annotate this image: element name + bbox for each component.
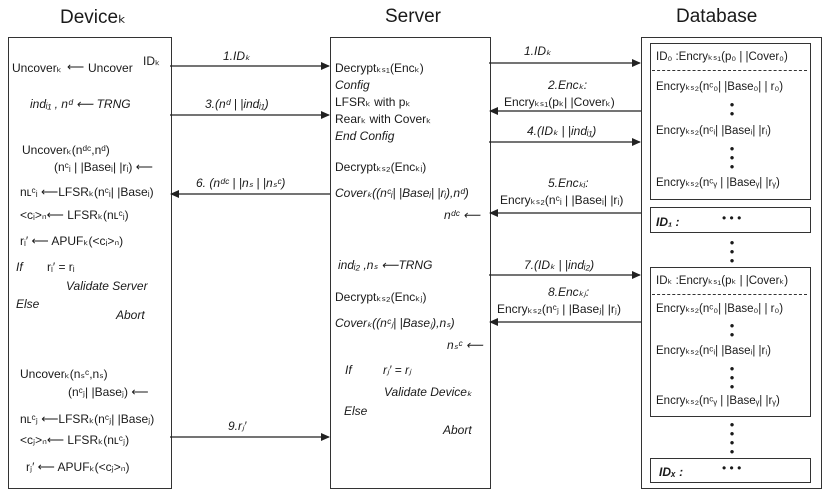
msg-9-device: 9.rⱼ′ xyxy=(228,419,247,433)
msg-3-device: 3.(nᵈ | |indᵢ₁) xyxy=(205,97,269,111)
server-cover-i: Coverₖ((nᶜᵢ| |Baseᵢ| |rᵢ),nᵈ) xyxy=(335,186,469,200)
db-record-id1 xyxy=(650,207,811,233)
msg-5-db-content: Encryₖₛ₂(nᶜᵢ | |Baseᵢ| |rᵢ) xyxy=(500,193,624,207)
msg-4-db: 4.(IDₖ | |indᵢ₁) xyxy=(527,124,597,138)
db-record-idx xyxy=(650,458,811,483)
db-dots-between-1: ••• xyxy=(729,235,735,268)
db-idx-dots: • • • xyxy=(722,461,742,475)
server-validate-device: Validate Deviceₖ xyxy=(384,385,473,399)
db-id1-label: ID₁ : xyxy=(656,215,680,229)
device-ci-lfsr: <cᵢ>ₙ⟵ LFSRₖ(nʟᶜᵢ) xyxy=(20,208,129,222)
db-idk-dots-a: •• xyxy=(729,318,735,342)
server-decrypt-ks2-j: Decryptₖₛ₂(Encₖⱼ) xyxy=(335,290,427,304)
device-trng-line: indᵢ₁ , nᵈ ⟵ TRNG xyxy=(30,97,131,111)
server-decrypt-ks1: Decryptₖₛ₁(Encₖ) xyxy=(335,61,424,75)
db-id0-dots-b: ••• xyxy=(729,141,735,174)
db-idk-header: IDₖ :Encryₖₛ₁(pₖ | |Coverₖ) xyxy=(656,275,789,287)
db-idk-dots-b: ••• xyxy=(729,361,735,394)
device-uncover-dc: Uncoverₖ(nᵈᶜ,nᵈ) xyxy=(22,143,110,157)
db-idk-row-y: Encryₖₛ₂(nᶜᵧ | |Baseᵧ| |rᵧ) xyxy=(656,395,780,407)
msg-1-device: 1.IDₖ xyxy=(223,49,251,63)
server-if-cond: rⱼ′ = rⱼ xyxy=(383,363,412,377)
device-validate-server: Validate Server xyxy=(66,279,148,293)
db-idk-row-i: Encryₖₛ₂(nᶜᵢ| |Baseᵢ| |rᵢ) xyxy=(656,345,771,357)
msg-8-db-content: Encryₖₛ₂(nᶜⱼ | |Baseⱼ| |rⱼ) xyxy=(497,302,621,316)
server-trng-line: indᵢ₂ ,nₛ ⟵TRNG xyxy=(338,258,433,272)
msg-8-db-label: 8.Encₖⱼ: xyxy=(548,285,590,299)
db-dots-between-2: •••• xyxy=(729,417,735,459)
server-config: Config xyxy=(335,78,370,92)
device-idk: IDₖ xyxy=(143,54,161,68)
db-id0-divider xyxy=(652,70,807,71)
db-id0-header: ID₀ :Encryₖₛ₁(p₀ | |Cover₀) xyxy=(656,51,788,63)
device-nlci-lfsr: nʟᶜᵢ ⟵LFSRₖ(nᶜᵢ| |Baseᵢ) xyxy=(20,185,154,199)
device-ncj-base: (nᶜⱼ| |Baseⱼ) ⟵ xyxy=(68,385,149,399)
msg-1-db: 1.IDₖ xyxy=(524,44,552,58)
msg-2-db-label: 2.Encₖ: xyxy=(548,78,588,92)
server-end-config: End Config xyxy=(335,129,395,143)
server-decrypt-ks2-i: Decryptₖₛ₂(Encₖᵢ) xyxy=(335,160,427,174)
msg-5-db-label: 5.Encₖᵢ: xyxy=(548,176,589,190)
device-column xyxy=(8,37,172,489)
db-idx-label: IDₓ : xyxy=(659,465,684,479)
device-else: Else xyxy=(16,297,40,311)
db-idk-row-0: Encryₖₛ₂(nᶜ₀| |Base₀| | r₀) xyxy=(656,303,784,315)
db-idk-divider xyxy=(652,294,807,295)
db-id1-dots: • • • xyxy=(722,211,742,225)
device-cj-lfsr: <cⱼ>ₙ⟵ LFSRₖ(nʟᶜⱼ) xyxy=(20,433,130,447)
db-id0-row-y: Encryₖₛ₂(nᶜᵧ | |Baseᵧ| |rᵧ) xyxy=(656,177,780,189)
device-nci-base: (nᶜᵢ | |Baseᵢ| |rᵢ) ⟵ xyxy=(54,160,153,174)
device-arrow-1: ⟵ xyxy=(67,60,85,74)
server-header: Server xyxy=(385,6,441,27)
server-ndc: nᵈᶜ ⟵ xyxy=(444,208,481,222)
db-record-id0 xyxy=(650,43,811,200)
server-if: If xyxy=(345,363,352,377)
device-header: Deviceₖ xyxy=(60,7,127,28)
db-record-idk xyxy=(650,267,811,417)
db-id0-row-i: Encryₖₛ₂(nᶜᵢ| |Baseᵢ| |rᵢ) xyxy=(656,125,771,137)
msg-6-device: 6. (nᵈᶜ | |nₛ | |nₛᶜ) xyxy=(196,176,286,190)
server-lfsr-pk: LFSRₖ with pₖ xyxy=(335,95,411,109)
db-id0-row-0: Encryₖₛ₂(nᶜ₀| |Base₀| | r₀) xyxy=(656,81,784,93)
device-if-cond: rᵢ′ = rᵢ xyxy=(47,260,75,274)
device-nlcj-lfsr: nʟᶜⱼ ⟵LFSRₖ(nᶜⱼ| |Baseⱼ) xyxy=(20,412,155,426)
db-id0-dots-a: •• xyxy=(729,97,735,121)
server-else: Else xyxy=(344,404,368,418)
server-abort: Abort xyxy=(443,423,472,437)
device-apuf-rj: rⱼ′ ⟵ APUFₖ(<cⱼ>ₙ) xyxy=(26,460,130,474)
server-column xyxy=(330,37,491,489)
server-cover-j: Coverₖ((nᶜⱼ| |Baseⱼ),nₛ) xyxy=(335,316,455,330)
server-rear-cover: Rearₖ with Coverₖ xyxy=(335,112,432,126)
device-uncover: Uncover xyxy=(88,61,133,75)
device-apuf-ri: rᵢ′ ⟵ APUFₖ(<cᵢ>ₙ) xyxy=(20,234,124,248)
server-nsc: nₛᶜ ⟵ xyxy=(447,338,483,352)
device-if: If xyxy=(16,260,23,274)
msg-7-db: 7.(IDₖ | |indᵢ₂) xyxy=(524,258,595,272)
device-abort: Abort xyxy=(116,308,145,322)
device-uncover-sc: Uncoverₖ(nₛᶜ,nₛ) xyxy=(20,367,108,381)
device-uncover-k: Uncoverₖ xyxy=(12,61,62,75)
msg-2-db-content: Encryₖₛ₁(pₖ| |Coverₖ) xyxy=(504,95,615,109)
database-header: Database xyxy=(676,6,758,27)
